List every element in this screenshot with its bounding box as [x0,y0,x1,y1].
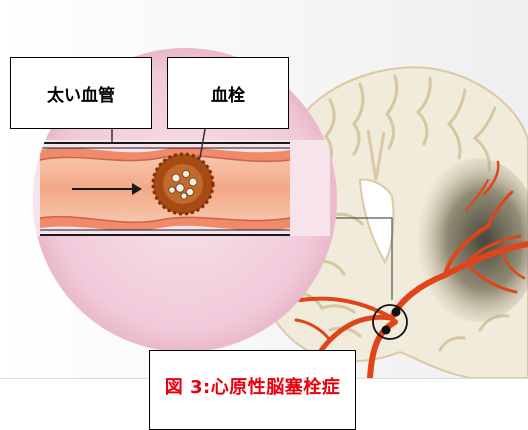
figure-caption-box: 図 3:心原性脳塞栓症 [149,350,356,430]
label-thrombus: 血栓 [167,57,289,129]
figure-caption: 図 3:心原性脳塞栓症 [165,373,341,399]
label-large-vessel: 太い血管 [10,57,152,129]
thrombus [153,154,213,214]
